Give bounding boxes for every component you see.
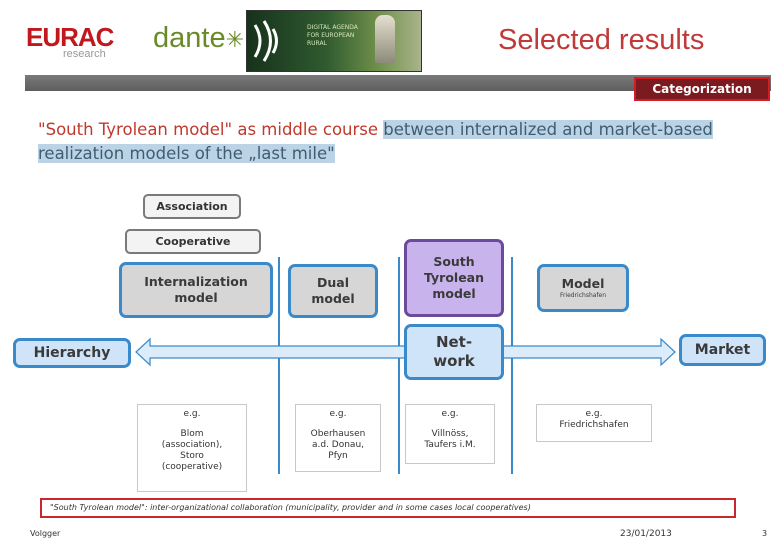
model-label: Model [561,276,605,291]
example-eg-label: e.g. [441,409,459,419]
sound-wave-icon [253,20,278,62]
banner-text: DIGITAL AGENDA FOR EUROPEAN RURAL [307,24,358,47]
dante-logo-text: dante [153,22,226,54]
star-icon: ✳ [225,27,245,52]
example-text: Blom (association), Storo (cooperative) [161,429,223,472]
divider-line-3 [511,257,513,474]
internalization-model-box: Internalization model [119,262,273,318]
example-box-south-tyrolean: e.g. Villnöss, Taufers i.M. [405,404,495,464]
hierarchy-box: Hierarchy [13,338,131,368]
digital-agenda-banner: DIGITAL AGENDA FOR EUROPEAN RURAL [246,10,422,72]
example-box-dual: e.g. Oberhausen a.d. Donau, Pfyn [295,404,381,472]
example-text: Oberhausen a.d. Donau, Pfyn [310,429,366,461]
title-divider-bar [25,75,771,91]
model-friedrichshafen-box: Model Friedrichshafen [537,264,629,312]
divider-line-1 [278,257,280,474]
definition-note-box: "South Tyrolean model": inter-organizati… [40,498,736,518]
eurac-logo-subtitle: research [63,48,106,60]
model-sublabel: Friedrichshafen [559,292,607,299]
example-text: Friedrichshafen [559,420,629,430]
divider-line-2 [398,257,400,474]
page-title: Selected results [498,24,705,56]
market-box: Market [679,334,766,366]
example-text: Villnöss, Taufers i.M. [424,429,476,450]
example-eg-label: e.g. [585,409,603,419]
south-tyrolean-model-box: South Tyrolean model [404,239,504,317]
lead-statement: "South Tyrolean model" as middle course … [38,118,738,166]
slide-date: 23/01/2013 [620,529,672,539]
cooperative-box: Cooperative [125,229,261,254]
person-image [375,15,395,63]
example-box-friedrichshafen: e.g. Friedrichshafen [536,404,652,442]
network-box: Net-work [404,324,504,380]
author-name: Volgger [30,529,61,538]
example-eg-label: e.g. [329,409,347,419]
example-eg-label: e.g. [183,409,201,419]
lead-text-part1: "South Tyrolean model" as middle course [38,120,384,139]
association-box: Association [143,194,241,219]
dual-model-box: Dual model [288,264,378,318]
example-box-internalization: e.g. Blom (association), Storo (cooperat… [137,404,247,492]
section-tag: Categorization [634,77,770,101]
eurac-logo: EURAC [26,22,114,52]
dante-logo: dante✳ [153,22,244,55]
page-number: 3 [762,529,768,538]
